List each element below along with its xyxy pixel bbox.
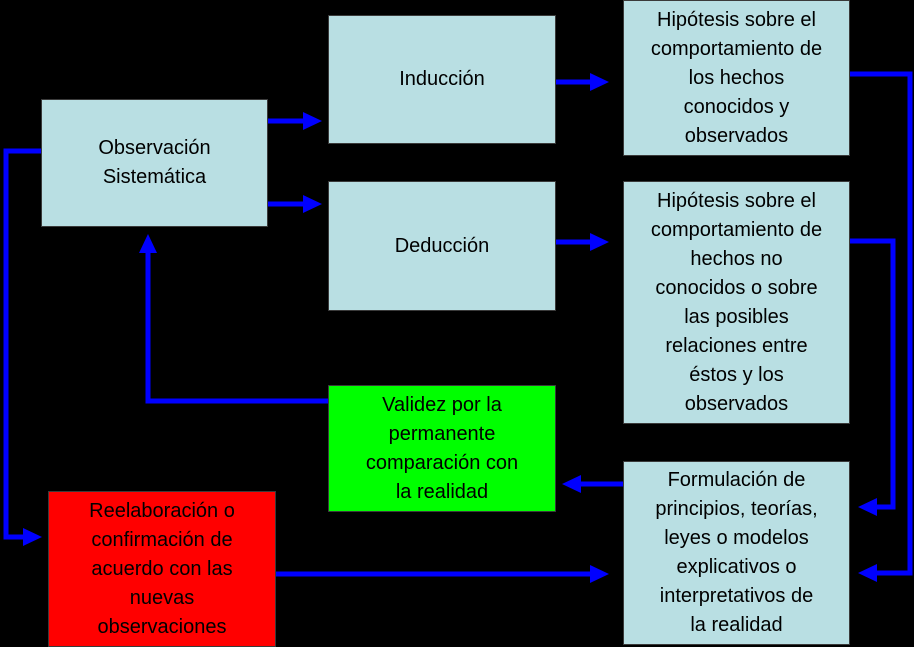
box-hipotesis-no-conocidos: Hipótesis sobre el comportamiento de hec…: [623, 181, 850, 424]
arrowhead-formulacion-inner: [858, 498, 877, 516]
box-validez: Validez por la permanente comparación co…: [328, 385, 556, 512]
arrowhead-reelaboracion: [23, 528, 42, 546]
arrow-observacion-to-reelaboracion: [3, 148, 41, 540]
box-hipotesis-conocidos-label: Hipótesis sobre el comportamiento de los…: [650, 8, 823, 147]
arrowhead-observacion-up: [139, 234, 157, 253]
box-reelaboracion: Reelaboración o confirmación de acuerdo …: [48, 491, 276, 647]
box-observacion: Observación Sistemática: [41, 99, 268, 227]
box-formulacion: Formulación de principios, teorías, leye…: [623, 461, 850, 645]
box-deduccion-label: Deducción: [394, 234, 490, 257]
box-reelaboracion-label: Reelaboración o confirmación de acuerdo …: [89, 499, 235, 638]
arrowhead-induccion: [303, 112, 322, 130]
box-formulacion-label: Formulación de principios, teorías, leye…: [655, 469, 818, 636]
arrowhead-hipotesis-conocidos: [590, 73, 609, 91]
box-observacion-label: Observación Sistemática: [98, 137, 211, 188]
arrowhead-validez: [562, 475, 581, 493]
arrowhead-hipotesis-no-conocidos: [590, 233, 609, 251]
box-validez-label: Validez por la permanente comparación co…: [365, 393, 519, 503]
arrowhead-formulacion-bottom: [590, 565, 609, 583]
arrow-hipotesis-conocidos-to-formulacion: [850, 71, 913, 576]
box-induccion: Inducción: [328, 15, 556, 144]
arrow-hipotesis-no-conocidos-to-formulacion: [850, 238, 896, 510]
box-induccion-label: Inducción: [399, 68, 485, 90]
box-deduccion: Deducción: [328, 181, 556, 311]
arrowhead-deduccion: [303, 195, 322, 213]
arrow-validez-to-observacion: [145, 252, 328, 404]
arrowhead-formulacion-outer: [858, 564, 877, 582]
box-hipotesis-no-conocidos-label: Hipótesis sobre el comportamiento de hec…: [650, 189, 823, 415]
box-hipotesis-conocidos: Hipótesis sobre el comportamiento de los…: [623, 0, 850, 156]
